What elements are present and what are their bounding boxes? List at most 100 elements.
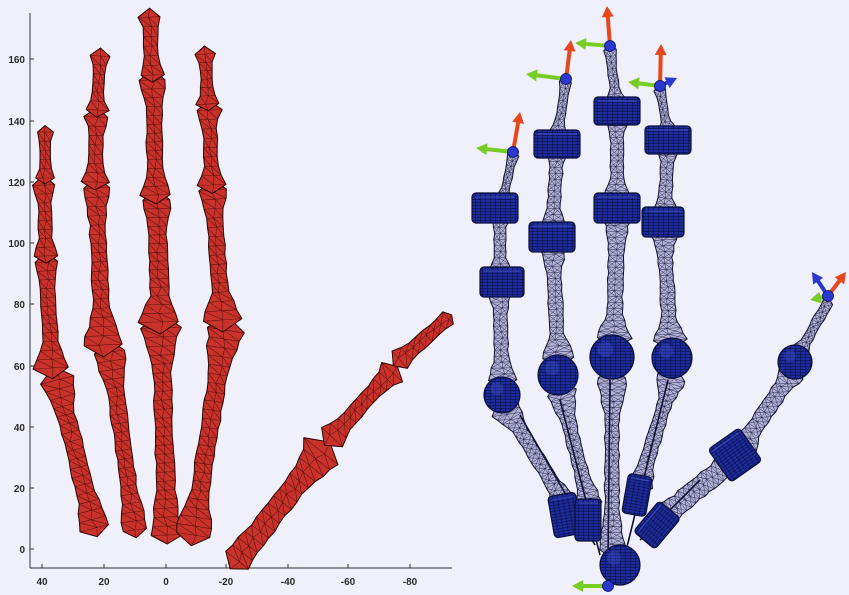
red-bone-index-metacarpal-surface: [177, 316, 245, 546]
middle-tip-red-arrow-head: [602, 6, 614, 17]
wrist-joint-body: [600, 545, 640, 585]
wrist-joint-highlight: [607, 551, 621, 565]
red-bone-middle-distal: [138, 8, 165, 82]
little-tip-green-arrow-head: [476, 143, 488, 155]
ring-cmc-joint-body: [575, 499, 601, 541]
red-bone-thumb-metacarpal: [226, 438, 338, 569]
ring-pip-joint: [529, 222, 575, 252]
index-mcp-joint-body: [652, 338, 692, 378]
red-bone-ring-middle: [81, 107, 109, 189]
index-tip-red-arrow: [655, 44, 667, 86]
y-tick-label: 0: [19, 545, 25, 556]
red-bone-middle-middle: [139, 70, 170, 204]
red-bone-thumb-distal-surface: [392, 312, 453, 369]
thumb-tip-green-arrow-head: [810, 292, 822, 304]
x-tick-label: -60: [341, 577, 356, 588]
x-tick-label: 40: [36, 577, 48, 588]
little-dip-joint: [472, 193, 518, 223]
red-bone-thumb-proximal: [322, 363, 403, 447]
y-tick-marks: [30, 59, 34, 549]
y-tick-label: 160: [8, 55, 25, 66]
y-tick-label: 40: [14, 423, 26, 434]
red-bone-little-metacarpal-surface: [41, 367, 109, 537]
grey-bone-middle-proximal: [597, 210, 632, 349]
grey-bone-ring-proximal: [540, 238, 574, 368]
x-tick-marks: [42, 564, 410, 568]
x-tick-label: -20: [219, 577, 234, 588]
little-mcp-joint-body: [484, 377, 520, 413]
red-bone-thumb-distal: [392, 312, 453, 369]
middle-tip-green-arrow-head: [575, 38, 586, 50]
index-cmc-joint: [622, 473, 653, 517]
grey-bone-ring-distal: [550, 77, 572, 137]
wrist-green-arrow-head: [572, 580, 583, 592]
x-tick-label: -80: [403, 577, 418, 588]
ring-tip-origin-dot: [561, 74, 572, 85]
left-hand-red-mesh: [33, 8, 454, 569]
index-dip-joint: [645, 126, 691, 154]
little-mcp-joint-highlight: [490, 382, 503, 395]
red-bone-index-distal: [195, 46, 219, 111]
red-bone-middle-proximal: [138, 189, 178, 334]
x-tick-label: 20: [98, 577, 110, 588]
ring-mcp-joint-highlight: [545, 361, 559, 375]
wrist-joint: [600, 545, 640, 585]
index-mcp-joint-highlight: [659, 344, 673, 358]
red-bone-little-distal: [36, 126, 55, 184]
index-cmc-joint-body: [622, 473, 653, 517]
y-tick-label: 60: [14, 362, 26, 373]
red-bone-little-proximal: [33, 252, 68, 378]
x-tick-label: -40: [281, 577, 296, 588]
middle-mcp-joint-highlight: [598, 342, 613, 357]
little-pip-joint: [480, 267, 524, 297]
ring-tip-green-arrow: [526, 69, 566, 81]
red-bone-middle-metacarpal-surface: [141, 313, 183, 544]
y-tick-label: 140: [8, 117, 25, 128]
thumb-tip-origin-dot: [823, 291, 834, 302]
index-tip-origin-dot: [655, 81, 666, 92]
index-tip-green-arrow-head: [628, 77, 640, 89]
middle-tip-origin-dot: [605, 41, 616, 52]
little-tip-origin-dot: [508, 147, 519, 158]
index-mcp-joint: [652, 338, 692, 378]
red-bone-little-metacarpal: [41, 367, 109, 537]
grey-bone-index-proximal: [651, 224, 687, 350]
red-bone-ring-proximal-surface: [84, 178, 122, 357]
ring-dip-joint: [534, 130, 580, 158]
index-pip-joint: [642, 207, 684, 237]
y-tick-label: 80: [14, 300, 26, 311]
y-tick-label: 100: [8, 239, 25, 250]
ring-mcp-joint-body: [538, 355, 578, 395]
wrist-origin-dot: [603, 581, 614, 592]
thumb-ip-joint: [778, 345, 812, 379]
thumb-ip-joint-body: [778, 345, 812, 379]
y-tick-label: 120: [8, 178, 25, 189]
thumb-ip-joint-highlight: [784, 350, 796, 362]
little-tip-red-arrow-head: [512, 112, 524, 124]
red-bone-index-middle: [197, 100, 226, 193]
middle-dip-joint: [594, 97, 640, 125]
middle-tip-red-arrow: [602, 6, 614, 46]
red-bone-ring-distal: [86, 48, 110, 117]
little-mcp-joint: [484, 377, 520, 413]
index-tip-red-arrow-head: [655, 44, 667, 55]
grey-bone-ring-proximal-surface: [540, 238, 574, 368]
ring-tip-green-arrow-head: [526, 69, 538, 81]
ring-mcp-joint: [538, 355, 578, 395]
red-bone-middle-metacarpal: [141, 313, 183, 544]
grey-bone-middle-metacarpal: [597, 366, 626, 558]
little-tip-red-arrow: [512, 112, 524, 152]
middle-pip-joint: [594, 193, 640, 223]
ring-cmc-joint: [575, 499, 601, 541]
red-bone-index-metacarpal: [177, 316, 245, 546]
middle-mcp-joint-body: [590, 335, 634, 379]
ring-tip-red-arrow-head: [564, 40, 576, 52]
middle-mcp-joint: [590, 335, 634, 379]
grey-bone-middle-distal: [604, 44, 626, 105]
red-bone-ring-middle-surface: [81, 107, 109, 189]
red-bone-ring-proximal: [84, 178, 122, 357]
x-tick-label: 0: [163, 577, 169, 588]
red-bone-little-middle: [33, 175, 58, 263]
red-bone-index-proximal: [199, 180, 242, 332]
